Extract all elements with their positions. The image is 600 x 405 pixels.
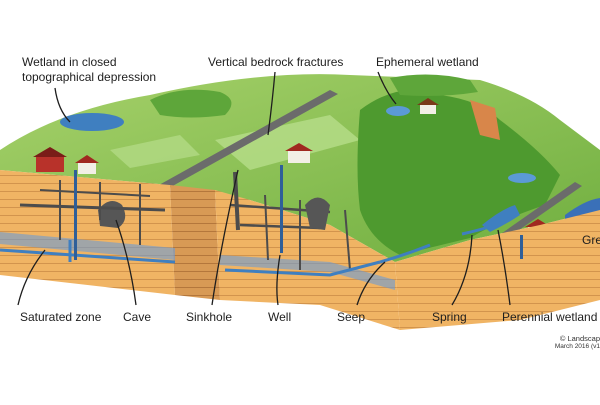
spring-flow [461, 224, 493, 236]
bedrock-face-left [0, 170, 175, 295]
house-barn [33, 147, 67, 172]
fracture [264, 194, 351, 271]
groundwater-conduit [0, 248, 176, 264]
house [285, 143, 313, 163]
house [75, 155, 99, 174]
leader-saturated-zone [17, 249, 46, 306]
label-seep: Seep [337, 310, 366, 324]
road [150, 90, 338, 193]
well-casing [280, 165, 283, 253]
field-patch [215, 115, 360, 170]
label-wetland-closed-line2: topographical depression [22, 70, 157, 84]
label-edge-text: Gre [582, 233, 600, 247]
forest-left [150, 89, 232, 118]
leader-sinkhole [211, 169, 239, 306]
leader-ephemeral-wetland [377, 71, 397, 105]
label-perennial-wetland: Perennial wetland [502, 310, 598, 324]
label-wetland-closed-line1: Wetland in closed [22, 55, 117, 69]
wetland-closed-depression [60, 113, 124, 131]
seep-flow [379, 243, 431, 264]
leader-spring [451, 234, 473, 306]
ephemeral-wetland-pond [386, 106, 410, 116]
surface-pond [508, 173, 536, 183]
fracture [59, 180, 141, 245]
label-sinkhole: Sinkhole [186, 310, 233, 324]
bedrock-face-mid-dark [170, 185, 220, 300]
label-well: Well [268, 310, 292, 324]
leader-perennial-wetland [497, 229, 511, 306]
credit-line2: March 2016 (v1 [554, 343, 600, 350]
leader-well [276, 254, 281, 306]
leader-seep [356, 261, 386, 306]
road-right [495, 182, 582, 242]
leader-lines [17, 71, 511, 306]
well-casing [74, 170, 77, 260]
leader-vertical-fractures [267, 71, 276, 136]
bedrock-face-right [395, 210, 600, 330]
cave-void [305, 197, 330, 230]
conduit [39, 189, 151, 197]
field-patch [110, 135, 200, 168]
cliff [470, 100, 500, 140]
label-saturated-zone: Saturated zone [20, 310, 102, 324]
label-spring: Spring [432, 310, 467, 324]
label-wetland-closed: Wetland in closed topographical depressi… [22, 55, 156, 85]
forest-top [390, 74, 478, 96]
label-cave: Cave [123, 310, 152, 324]
credit-block: © Landscap March 2016 (v1 [555, 335, 600, 351]
label-ephemeral-wetland: Ephemeral wetland [376, 55, 479, 69]
credit-line1: © Landscap [559, 334, 600, 343]
leader-cave [115, 219, 137, 306]
well-casing [520, 235, 523, 259]
groundwater-conduit [224, 260, 381, 277]
leader-wetland-closed [54, 87, 71, 123]
label-vertical-fractures: Vertical bedrock fractures [208, 55, 344, 69]
saturated-zone-band [0, 232, 175, 260]
saturated-zone-band [220, 255, 395, 290]
house [417, 98, 439, 114]
